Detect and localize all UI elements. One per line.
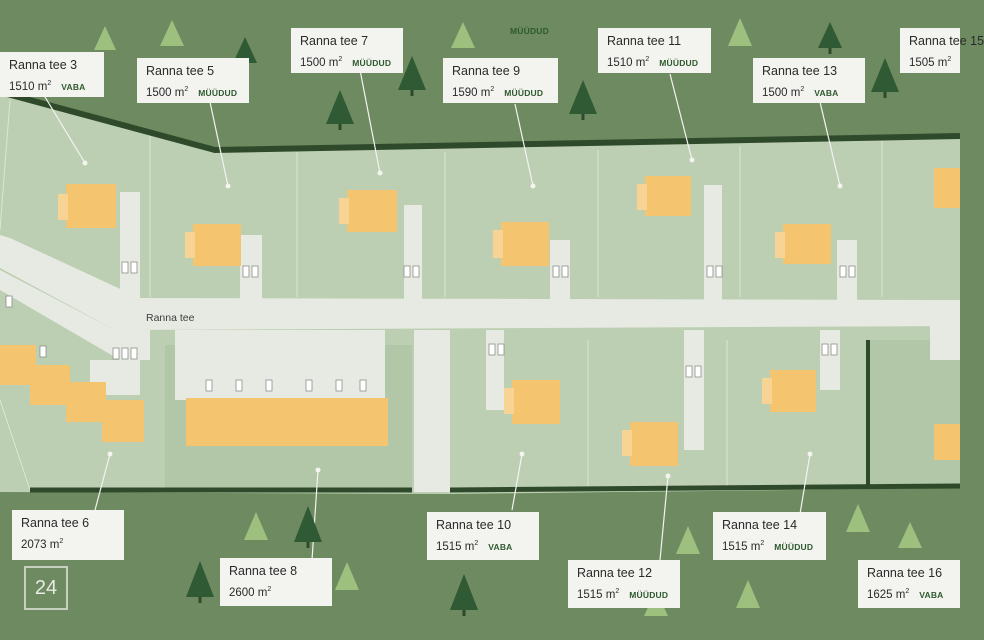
plot-name: Ranna tee 12 [577,566,653,580]
plot-area: 1515 m2 [436,540,479,553]
tree-icon [244,512,268,546]
plot-name: Ranna tee 7 [300,34,369,48]
plot-status: VABA [488,541,513,552]
hedge-south-east [449,483,961,493]
plot-label-ranna-tee-13[interactable]: Ranna tee 13 1500 m2 VABA [753,58,865,103]
plot-name: Ranna tee 16 [867,566,943,580]
site-plan-map: Ranna tee MÜÜDUD Ranna tee 3 1510 m2 VABA… [0,18,984,622]
site-plan-drawing [0,18,961,622]
plot-name: Ranna tee 11 [607,34,682,48]
tree-icon [818,22,842,54]
plot-area: 1515 m2 [577,588,620,601]
tree-icon [94,26,116,56]
plot-status: MÜÜDUD [659,57,699,68]
plot-status: VABA [61,81,86,92]
leader-dots [82,157,843,479]
plot-label-ranna-tee-7[interactable]: Ranna tee 7 1500 m2 MÜÜDUD [291,28,403,73]
plot-status: MÜÜDUD [629,589,669,600]
tree-icon [846,504,870,538]
road-name-label: Ranna tee [146,312,195,324]
plot-label-ranna-tee-5[interactable]: Ranna tee 5 1500 m2 MÜÜDUD [137,58,249,103]
plot-label-ranna-tee-12[interactable]: Ranna tee 12 1515 m2 MÜÜDUD [568,560,680,608]
plot-status: MÜÜDUD [504,87,544,98]
plot-label-ranna-tee-16[interactable]: Ranna tee 16 1625 m2 VABA [858,560,960,608]
plot-area: 1625 m2 [867,588,910,601]
tree-icon [450,574,478,616]
tree-icon [728,18,752,52]
plot-name: Ranna tee 5 [146,64,215,78]
parking-spots [5,261,856,392]
plot-status: MÜÜDUD [774,541,814,552]
plot-area: 2073 m2 [21,538,64,551]
plot-name: Ranna tee 15 [909,34,984,48]
houses [0,168,960,466]
plot-ranna-tee-16-area [868,340,960,488]
plot-label-ranna-tee-10[interactable]: Ranna tee 10 1515 m2 VABA [427,512,539,560]
tree-icon [186,561,214,603]
plot-label-ranna-tee-3[interactable]: Ranna tee 3 1510 m2 VABA [0,52,104,97]
plot-status: MÜÜDUD [198,87,238,98]
plot-name: Ranna tee 14 [722,518,798,532]
plot-area: 1590 m2 [452,86,495,99]
hedge-north [0,89,961,154]
plot-status: VABA [814,87,839,98]
plot-label-ranna-tee-15[interactable]: Ranna tee 15 1505 m2 [900,28,984,73]
tree-icon [871,58,899,98]
tree-icon [898,522,922,554]
tree-icon [569,80,597,120]
trees [94,18,922,622]
tree-icon [398,56,426,96]
plot-name: Ranna tee 3 [9,58,78,72]
plot-area: 1500 m2 [762,86,805,99]
tree-icon [160,20,184,52]
leader-lines [41,69,841,561]
plot-area: 1505 m2 [909,56,952,69]
plot-label-ranna-tee-14[interactable]: Ranna tee 14 1515 m2 MÜÜDUD [713,512,826,560]
brand-logo: 24 [24,566,68,610]
plot-status: VABA [919,589,944,600]
tree-icon [451,22,475,54]
plot-label-ranna-tee-8[interactable]: Ranna tee 8 2600 m2 [220,558,332,606]
plot-area: 2600 m2 [229,586,272,599]
tree-icon [294,506,322,548]
plot-area: 1510 m2 [607,56,650,69]
plot-area: 1500 m2 [146,86,189,99]
plot-label-ranna-tee-9[interactable]: Ranna tee 9 1590 m2 MÜÜDUD [443,58,558,103]
plot-name: Ranna tee 13 [762,64,838,78]
floating-status-label: MÜÜDUD [510,26,549,36]
plot-status: MÜÜDUD [352,57,392,68]
plot-name: Ranna tee 6 [21,516,90,530]
plot-label-ranna-tee-6[interactable]: Ranna tee 6 2073 m2 [12,510,124,560]
plot-label-ranna-tee-11[interactable]: Ranna tee 11 1510 m2 MÜÜDUD [598,28,711,73]
road-network [0,185,960,492]
tree-icon [736,580,760,614]
plot-name: Ranna tee 10 [436,518,512,532]
tree-icon [676,526,700,560]
plot-name: Ranna tee 8 [229,564,298,578]
tree-icon [326,90,354,130]
plot-area: 1510 m2 [9,80,52,93]
plot-area: 1500 m2 [300,56,343,69]
plot-area: 1515 m2 [722,540,765,553]
tree-icon [335,562,359,596]
plot-name: Ranna tee 9 [452,64,521,78]
